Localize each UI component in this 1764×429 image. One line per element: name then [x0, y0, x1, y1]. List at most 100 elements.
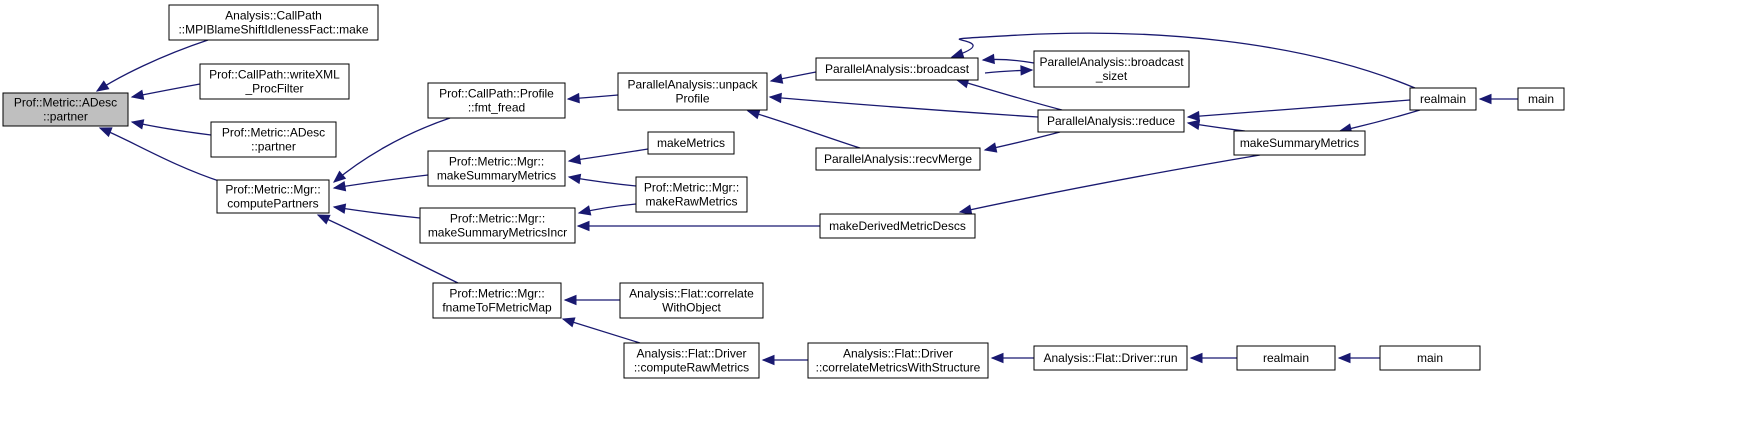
edge-adesc_partner2-to-adesc_partner	[130, 119, 212, 136]
arrowhead-icon	[98, 127, 113, 138]
node-recv-merge[interactable]: ParallelAnalysis::recvMerge	[815, 147, 981, 171]
node-make-raw-metrics[interactable]: Prof::Metric::Mgr::makeRawMetrics	[635, 176, 748, 213]
node-main-bottom[interactable]: main	[1379, 345, 1481, 371]
edge-make_raw_metrics-to-make_summary_metrics_mgr	[567, 173, 637, 187]
node-make-derived-metric-descs[interactable]: makeDerivedMetricDescs	[819, 213, 976, 239]
arrowhead-icon	[332, 181, 347, 192]
node-compute-partners[interactable]: Prof::Metric::Mgr::computePartners	[216, 179, 330, 214]
arrowhead-icon	[990, 352, 1004, 364]
arrowhead-icon	[768, 92, 782, 104]
arrowhead-icon	[561, 317, 576, 328]
arrowhead-icon	[746, 109, 761, 120]
edge-make_summary_metrics-to-reduce	[1186, 119, 1246, 132]
arrowhead-icon	[563, 294, 577, 306]
node-box	[2, 92, 129, 127]
arrowhead-icon	[332, 203, 347, 214]
edge-realmain_bottom-to-flat_driver_run	[1189, 352, 1237, 364]
edge-main_top-to-realmain_top	[1478, 93, 1519, 105]
edge-make_summary_metrics_incr-to-compute_partners	[332, 203, 421, 219]
node-label: _sizet	[1095, 69, 1128, 83]
arrowhead-icon	[950, 48, 965, 59]
node-box	[199, 63, 350, 100]
node-box	[1236, 345, 1336, 371]
arrowhead-icon	[958, 204, 973, 215]
edge-make_summary_metrics_mgr-to-compute_partners	[332, 174, 429, 192]
node-compute-raw-metrics[interactable]: Analysis::Flat::Driver::computeRawMetric…	[623, 342, 760, 379]
node-box	[216, 179, 330, 214]
arrowhead-icon	[1337, 352, 1351, 364]
node-broadcast-sizet[interactable]: ParallelAnalysis::broadcast_sizet	[1033, 50, 1190, 88]
node-label: ::fmt_fread	[468, 101, 525, 115]
edge-correlate_metrics_with_structure-to-compute_raw_metrics	[761, 354, 808, 366]
edge-compute_partners-to-adesc_partner	[98, 127, 223, 183]
edge-realmain_top-to-broadcast	[950, 32, 1416, 89]
node-box	[168, 4, 379, 41]
node-label: Analysis::Flat::Driver	[843, 347, 953, 361]
node-adesc-partner[interactable]: Prof::Metric::ADesc::partner	[2, 92, 129, 127]
node-main-top[interactable]: main	[1517, 87, 1565, 111]
node-box	[623, 342, 760, 379]
arrowhead-icon	[316, 214, 331, 225]
arrowhead-icon	[769, 73, 784, 84]
arrowhead-icon	[1020, 65, 1034, 76]
node-correlate-metrics-with-structure[interactable]: Analysis::Flat::Driver::correlateMetrics…	[807, 342, 989, 379]
node-box	[807, 342, 989, 379]
node-label: Analysis::Flat::Driver::run	[1043, 351, 1177, 365]
node-fname-to-fmetric-map[interactable]: Prof::Metric::Mgr::fnameToFMetricMap	[432, 282, 562, 319]
edge-make_derived_metric_descs-to-make_summary_metrics_incr	[576, 220, 820, 232]
node-box	[1233, 130, 1366, 156]
node-box	[1033, 50, 1190, 88]
node-box	[815, 57, 979, 81]
node-box	[210, 121, 337, 158]
node-mpiblame-make[interactable]: Analysis::CallPath::MPIBlameShiftIdlenes…	[168, 4, 379, 41]
node-broadcast[interactable]: ParallelAnalysis::broadcast	[815, 57, 979, 81]
node-box	[819, 213, 976, 239]
edge-recv_merge-to-unpack_profile	[746, 109, 861, 149]
node-adesc-partner2[interactable]: Prof::Metric::ADesc::partner	[210, 121, 337, 158]
arrowhead-icon	[981, 53, 995, 65]
node-box	[427, 150, 566, 187]
node-realmain-top[interactable]: realmain	[1409, 87, 1477, 111]
arrowhead-icon	[130, 119, 145, 130]
node-writexml-procfilter[interactable]: Prof::CallPath::writeXML_ProcFilter	[199, 63, 350, 100]
node-fmt-fread[interactable]: Prof::CallPath::Profile::fmt_fread	[427, 82, 566, 119]
arrowhead-icon	[576, 220, 590, 232]
arrowhead-icon	[983, 142, 998, 153]
node-label: Prof::Metric::Mgr::	[450, 212, 545, 226]
node-label: ::MPIBlameShiftIdlenessFact::make	[178, 23, 368, 37]
node-label: Analysis::Flat::correlate	[629, 287, 754, 301]
node-label: realmain	[1263, 351, 1309, 365]
node-label: Prof::Metric::Mgr::	[449, 287, 544, 301]
node-flat-driver-run[interactable]: Analysis::Flat::Driver::run	[1033, 345, 1188, 371]
node-label: Prof::Metric::Mgr::	[644, 181, 739, 195]
node-label: WithObject	[662, 301, 721, 315]
arrowhead-icon	[567, 154, 582, 165]
node-label: makeSummaryMetrics	[1240, 136, 1359, 150]
node-make-summary-metrics-mgr[interactable]: Prof::Metric::Mgr::makeSummaryMetrics	[427, 150, 566, 187]
node-make-metrics[interactable]: makeMetrics	[647, 131, 735, 155]
node-box	[617, 72, 768, 111]
node-label: computePartners	[227, 197, 318, 211]
node-realmain-bottom[interactable]: realmain	[1236, 345, 1336, 371]
node-label: ParallelAnalysis::broadcast	[825, 62, 970, 76]
node-label: makeRawMetrics	[645, 195, 737, 209]
node-label: ::partner	[251, 140, 296, 154]
edge-writexml_procfilter-to-adesc_partner	[130, 83, 201, 100]
edge-correlate_with_object-to-fname_to_fmetric_map	[563, 294, 621, 306]
edge-broadcast-to-broadcast_sizet	[984, 65, 1034, 76]
node-reduce[interactable]: ParallelAnalysis::reduce	[1037, 109, 1185, 133]
node-make-summary-metrics[interactable]: makeSummaryMetrics	[1233, 130, 1366, 156]
node-label: ParallelAnalysis::reduce	[1047, 114, 1175, 128]
arrowhead-icon	[1189, 352, 1203, 364]
node-box	[619, 282, 764, 319]
node-label: ParallelAnalysis::recvMerge	[824, 152, 972, 166]
node-label: ::computeRawMetrics	[634, 361, 749, 375]
node-label: ::correlateMetricsWithStructure	[816, 361, 981, 375]
node-make-summary-metrics-incr[interactable]: Prof::Metric::Mgr::makeSummaryMetricsInc…	[419, 207, 576, 244]
edge-fmt_fread-to-compute_partners	[332, 117, 451, 183]
node-label: main	[1528, 92, 1554, 106]
node-box	[635, 176, 748, 213]
